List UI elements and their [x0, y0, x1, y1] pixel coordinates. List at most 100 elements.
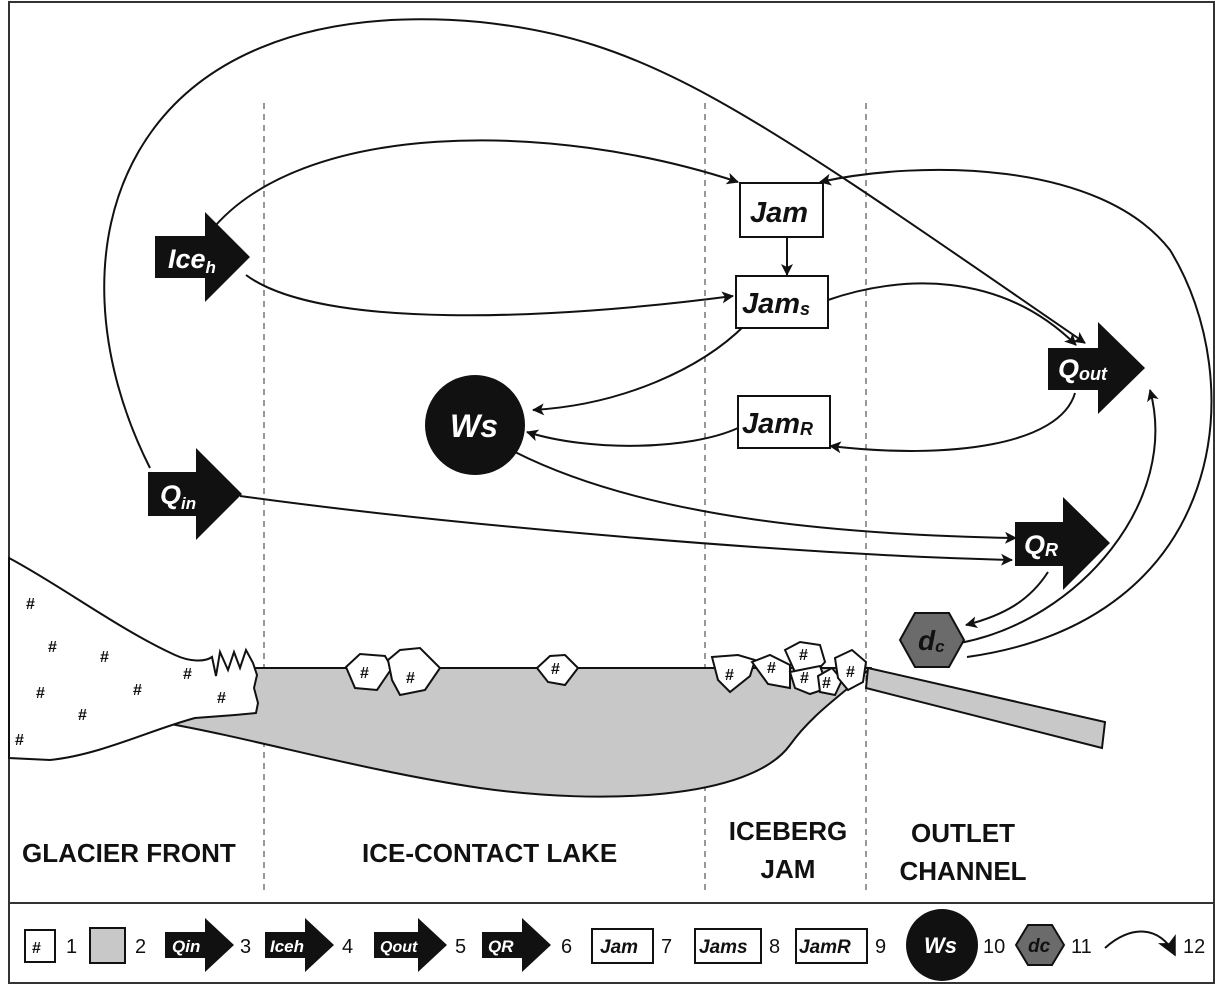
hash-mark: #	[100, 649, 109, 666]
q-in-arrow-shape	[148, 448, 242, 540]
hash-marks: # # # # # # # # # # # # # # # # # #	[15, 596, 855, 749]
hash-mark: #	[15, 732, 24, 749]
hash-mark: #	[217, 690, 226, 707]
legend-item-9: JamR 9	[795, 928, 886, 964]
legend-hash-box	[24, 929, 56, 963]
legend-link-arrow	[1104, 930, 1176, 957]
hash-mark: #	[133, 682, 142, 699]
zone-label-iceberg-jam-2: JAM	[761, 854, 816, 884]
iceberg	[833, 648, 868, 692]
node-jam: Jam	[739, 182, 824, 238]
q-r-label: QR	[1024, 530, 1058, 560]
legend-item-11: dc 11	[1014, 924, 1092, 966]
node-dc: dc	[898, 612, 966, 668]
node-q-in: Qin	[148, 448, 242, 540]
legend-item-6: QR 6	[482, 918, 572, 972]
glacier-body	[8, 556, 260, 762]
legend-qr-arrow	[482, 918, 551, 972]
legend-ws-circle	[906, 909, 978, 981]
legend-water-box	[89, 927, 126, 964]
ice-h-arrow-shape	[155, 212, 250, 302]
legend-jamr-box	[795, 928, 868, 964]
iceberg	[750, 653, 791, 690]
zone-label-outlet-channel-2: CHANNEL	[899, 856, 1026, 886]
legend-number: 7	[661, 936, 672, 958]
q-out-label: Qout	[1058, 354, 1108, 384]
legend-item-2: 2	[89, 927, 146, 964]
legend-iceh-arrow	[265, 918, 334, 972]
ws-label: Ws	[450, 408, 498, 444]
legend-item-4: Iceh 4	[265, 918, 353, 972]
jam-r-label: JamR	[742, 408, 813, 440]
zone-label-outlet-channel-1: OUTLET	[911, 818, 1015, 848]
outlet-channel	[864, 666, 1107, 750]
jam-box	[739, 182, 824, 238]
arrow-jamr-to-ws	[526, 427, 739, 447]
dc-hexagon	[898, 612, 966, 668]
arrow-ws-to-qr	[514, 451, 1017, 544]
connections	[103, 18, 1213, 658]
hash-mark: #	[48, 639, 57, 656]
hash-mark: #	[846, 664, 855, 681]
arrow-qr-to-dc	[965, 571, 1049, 629]
hash-mark: #	[406, 670, 415, 687]
legend-number: 6	[561, 936, 572, 958]
q-in-label: Qin	[160, 480, 196, 513]
hash-mark: #	[26, 596, 35, 613]
jam-r-box	[737, 395, 831, 449]
outer-border	[8, 1, 1215, 984]
node-jam-s: Jams	[735, 275, 829, 329]
node-jam-r: JamR	[737, 395, 831, 449]
ice-h-label: Iceh	[168, 244, 216, 277]
legend-number: 11	[1071, 936, 1092, 958]
arrow-jams-to-qout	[827, 282, 1077, 346]
iceberg	[816, 666, 844, 697]
legend-item-5: Qout 5	[374, 918, 466, 972]
dc-label: dc	[918, 625, 945, 656]
q-out-arrow-shape	[1048, 322, 1145, 414]
legend-number: 3	[240, 936, 251, 958]
legend-item-3: Qin 3	[165, 918, 251, 972]
jam-label: Jam	[750, 197, 808, 229]
legend-qin-label: Qin	[172, 937, 200, 956]
jam-s-box	[735, 275, 829, 329]
lake-water	[161, 667, 873, 798]
legend-number: 1	[66, 936, 77, 958]
legend-qin-arrow	[165, 918, 234, 972]
legend-jam-label: Jam	[600, 937, 638, 958]
iceberg	[535, 653, 580, 687]
jam-s-label: Jams	[742, 288, 810, 320]
legend-item-8: Jams 8	[694, 928, 780, 964]
legend-jams-box	[694, 928, 762, 964]
arrow-qin-to-qout	[103, 18, 1086, 469]
arrow-dc-to-qout	[959, 389, 1159, 644]
legend-qout-label: Qout	[380, 939, 418, 956]
legend-number: 9	[875, 936, 886, 958]
legend-number: 4	[342, 936, 353, 958]
legend-number: 10	[983, 936, 1005, 958]
hash-mark: #	[800, 670, 809, 687]
hash-mark: #	[725, 667, 734, 684]
icebergs	[344, 640, 868, 697]
legend-number: 2	[135, 936, 146, 958]
hash-mark: #	[551, 661, 560, 678]
legend-number: 12	[1183, 936, 1205, 958]
arrow-dc-to-jam	[819, 168, 1213, 658]
legend-hash: #	[32, 940, 41, 957]
legend-iceh-label: Iceh	[270, 937, 304, 956]
hash-mark: #	[183, 666, 192, 683]
legend-dc-label: dc	[1028, 936, 1051, 957]
node-ice-h: Iceh	[155, 212, 250, 302]
legend-qr-label: QR	[488, 937, 514, 956]
hash-mark: #	[360, 665, 369, 682]
hash-mark: #	[767, 660, 776, 677]
legend-item-1: # 1	[24, 929, 77, 963]
legend-ws-label: Ws	[924, 933, 957, 958]
legend-jamr-label: JamR	[799, 937, 851, 958]
legend: # 1 2 Qin 3 Iceh 4 Qout 5 QR 6 J	[24, 909, 1205, 981]
hash-mark: #	[78, 707, 87, 724]
arrow-jams-to-ws	[532, 324, 746, 416]
arrow-qout-to-jamr	[829, 392, 1076, 454]
